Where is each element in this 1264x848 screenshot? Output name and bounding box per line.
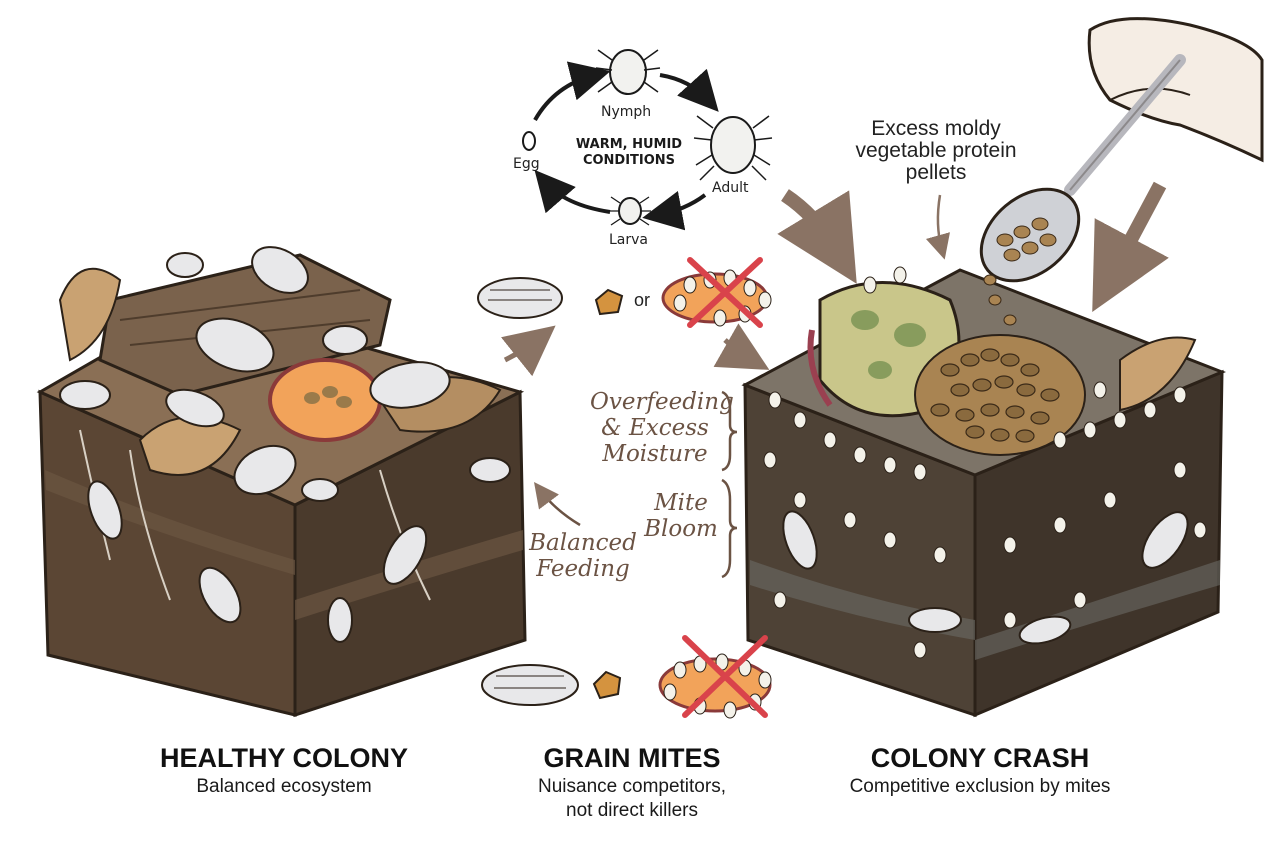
isopod — [1141, 511, 1189, 569]
healthy-colony-title: HEALTHY COLONY — [159, 743, 408, 773]
dry-leaf — [58, 267, 122, 362]
stage-label-adult: Adult — [712, 180, 749, 196]
mite-egg-icon — [522, 131, 536, 151]
dry-leaf — [138, 416, 242, 476]
mite-nymph-icon — [595, 49, 661, 95]
flow-arrow — [533, 482, 581, 527]
colony-crash-block — [741, 266, 1227, 718]
isopod — [251, 246, 309, 294]
mite-bloom-label: Mite Bloom — [640, 490, 722, 542]
cycle-arrow — [659, 68, 719, 112]
excess-food-line: vegetable protein — [855, 139, 1017, 162]
isopod — [382, 525, 428, 585]
isopod — [198, 566, 242, 624]
mite-larva-icon — [609, 196, 651, 226]
isopod — [369, 361, 451, 409]
flow-arrow — [713, 323, 770, 370]
isopod — [301, 478, 339, 502]
excess-food-line: Excess moldy — [871, 117, 1001, 140]
pellet-pile — [914, 334, 1086, 456]
sweet-potato-slice — [268, 358, 382, 442]
isopod — [782, 510, 818, 570]
grain-mites-title: GRAIN MITES — [543, 743, 721, 773]
isopod-icon — [477, 277, 563, 319]
isopod — [233, 444, 297, 496]
mite-adult-icon — [693, 115, 773, 181]
healthy-colony-block — [36, 246, 527, 718]
cross-mark-icon — [682, 635, 768, 718]
balanced-line: Feeding — [536, 556, 630, 582]
isopod — [327, 597, 353, 643]
isopod — [165, 388, 225, 428]
colony-crash-title: COLONY CRASH — [870, 743, 1090, 773]
overfeeding-line: Overfeeding — [590, 389, 734, 415]
balanced-feeding-label: Balanced Feeding — [528, 530, 638, 582]
stage-label-larva: Larva — [609, 232, 648, 248]
stage-label-nymph: Nymph — [601, 104, 652, 120]
isopod — [469, 457, 511, 483]
colony-crash-subtitle: Competitive exclusion by mites — [849, 776, 1111, 797]
or-label: or — [634, 290, 651, 310]
competition-comparison-bottom — [481, 635, 772, 719]
dry-leaf — [1119, 336, 1197, 412]
bracket — [721, 478, 738, 579]
flow-arrow — [500, 325, 556, 377]
isopod — [908, 607, 962, 633]
cycle-arrow — [533, 61, 611, 121]
conditions-line: CONDITIONS — [582, 153, 676, 168]
conditions-label: WARM, HUMID CONDITIONS — [566, 137, 692, 169]
food-pellet-icon — [594, 288, 624, 316]
mite-bloom-line: Mite — [654, 490, 708, 516]
mite-bloom-line: Bloom — [644, 516, 718, 542]
food-pellet-icon — [592, 670, 622, 700]
competition-comparison-top — [477, 257, 772, 328]
conditions-line: WARM, HUMID — [575, 137, 683, 152]
balanced-line: Balanced — [529, 530, 637, 556]
grain-mites-subtitle: Nuisance competitors, not direct killers — [482, 775, 782, 823]
bracket — [721, 390, 738, 472]
cross-mark-icon — [687, 257, 763, 328]
excess-food-line: pellets — [905, 161, 967, 184]
flow-arrow — [777, 189, 857, 284]
isopod — [195, 317, 275, 373]
isopod — [59, 380, 111, 410]
isopod-icon — [481, 664, 579, 706]
isopod — [166, 252, 204, 278]
life-cycle-diagram — [522, 49, 773, 231]
label-pointer-arrow — [925, 194, 950, 260]
isopod — [87, 480, 123, 540]
overfeeding-line: Moisture — [602, 441, 708, 467]
isopod — [1018, 615, 1072, 645]
overfeeding-label: Overfeeding & Excess Moisture — [590, 389, 734, 467]
cycle-arrow — [642, 190, 707, 231]
excess-food-label: Excess moldy vegetable protein pellets — [838, 118, 1034, 184]
cycle-arrow — [534, 169, 611, 214]
hand-with-spoon — [979, 17, 1264, 326]
stage-label-egg: Egg — [513, 156, 540, 172]
grain-mites-subtitle-line: Nuisance competitors, — [538, 776, 726, 797]
isopod — [322, 325, 368, 355]
healthy-colony-subtitle: Balanced ecosystem — [196, 776, 372, 797]
grain-mites-subtitle-line: not direct killers — [566, 800, 698, 821]
flow-arrow — [1092, 181, 1169, 313]
overfeeding-line: & Excess — [601, 415, 709, 441]
